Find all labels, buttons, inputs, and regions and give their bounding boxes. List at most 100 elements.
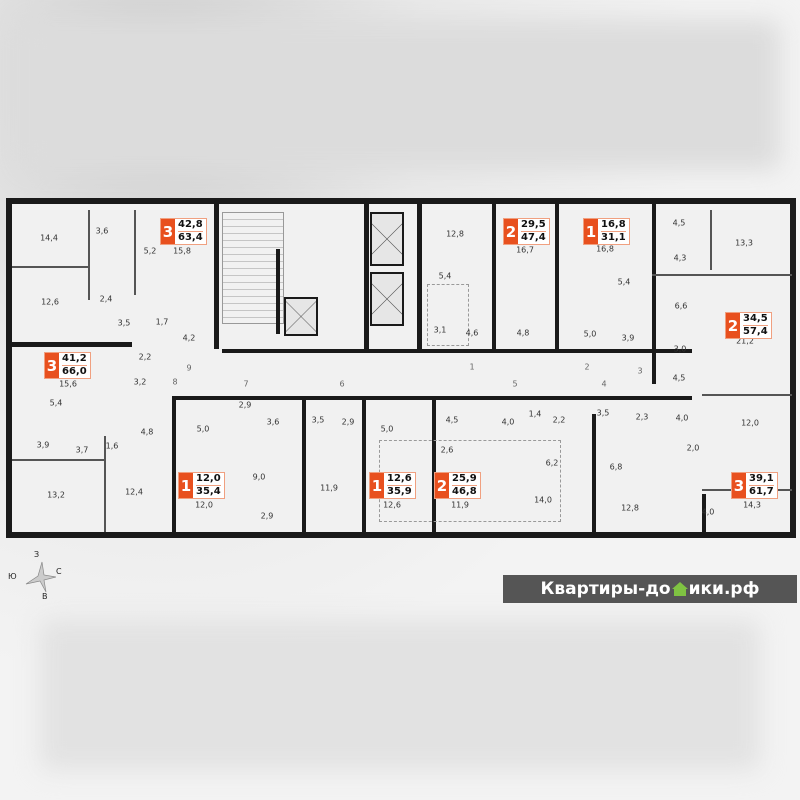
room-area-label: 4,5 [672,218,686,228]
elevator-shaft [284,297,318,336]
room-area-label: 1,4 [528,409,542,419]
watermark: Квартиры-до ики.рф [503,575,797,603]
room-count: 2 [504,219,518,244]
room-area-label: 4,2 [182,333,196,343]
room-area-label: 9,0 [252,472,266,482]
room-area-label: 4,8 [516,328,530,338]
room-area-label: 12,6 [383,500,401,510]
total-area: 35,9 [387,485,412,497]
room-area-label: 3,9 [621,333,635,343]
room-area-label: 2,2 [552,415,566,425]
corridor-door-number: 3 [637,366,643,376]
corridor-door-number: 4 [601,379,607,389]
room-area-label: 11,9 [451,500,469,510]
room-area-label: 3,2 [133,377,147,387]
house-icon [671,582,688,596]
room-area-label: 4,0 [675,413,689,423]
corridor-door-number: 7 [243,379,249,389]
room-area-label: 12,8 [446,229,464,239]
room-area-label: 4,0 [501,417,515,427]
living-area: 12,6 [387,473,412,484]
room-area-label: 2,0 [686,443,700,453]
living-area: 29,5 [521,219,546,230]
compass-east: С [56,567,62,576]
corridor-door-number: 6 [339,379,345,389]
room-area-label: 21,2 [736,336,754,346]
room-count: 2 [726,313,740,338]
corridor-door-number: 1 [469,362,475,372]
room-area-label: 13,3 [735,238,753,248]
room-area-label: 12,6 [41,297,59,307]
room-area-label: 4,5 [672,373,686,383]
room-area-label: 3,5 [311,415,325,425]
blurred-background [20,20,780,170]
compass-south: В [42,592,48,601]
corridor-door-number: 5 [512,379,518,389]
room-area-label: 3,0 [673,344,687,354]
room-area-label: 5,0 [196,424,210,434]
room-area-label: 15,8 [173,246,191,256]
corridor-door-number: 9 [186,363,192,373]
room-area-label: 16,8 [596,244,614,254]
room-area-label: 2,9 [260,511,274,521]
total-area: 57,4 [743,325,768,337]
watermark-text: ики.рф [688,579,760,599]
room-area-label: 5,4 [438,271,452,281]
corridor-door-number: 2 [584,362,590,372]
total-area: 31,1 [601,231,626,243]
room-area-label: 3,7 [75,445,89,455]
room-area-label: 1,6 [105,441,119,451]
compass: З Ю С В [8,550,78,605]
room-area-label: 15,6 [59,379,77,389]
room-count: 1 [370,473,384,498]
room-area-label: 5,0 [583,329,597,339]
room-count: 3 [45,353,59,378]
room-area-label: 3,6 [266,417,280,427]
compass-star-icon [25,561,56,593]
total-area: 63,4 [178,231,203,243]
room-area-label: 3,6 [95,226,109,236]
compass-north: З [34,550,40,559]
living-area: 25,9 [452,473,477,484]
living-area: 39,1 [749,473,774,484]
staircase [222,212,284,324]
room-area-label: 4,6 [465,328,479,338]
total-area: 46,8 [452,485,477,497]
room-area-label: 5,4 [617,277,631,287]
room-area-label: 13,2 [47,490,65,500]
room-count: 1 [584,219,598,244]
total-area: 47,4 [521,231,546,243]
total-area: 66,0 [62,365,87,377]
room-area-label: 3,5 [596,408,610,418]
room-area-label: 2,9 [341,417,355,427]
total-area: 35,4 [196,485,221,497]
room-area-label: 6,6 [674,301,688,311]
room-area-label: 3,9 [36,440,50,450]
room-area-label: 6,2 [545,458,559,468]
room-area-label: 5,2 [143,246,157,256]
room-area-label: 4,5 [445,415,459,425]
room-area-label: 1,7 [155,317,169,327]
room-area-label: 2,3 [635,412,649,422]
room-area-label: 4,0 [701,507,715,517]
room-area-label: 2,9 [238,400,252,410]
blurred-background [40,620,760,770]
room-area-label: 2,2 [138,352,152,362]
room-area-label: 2,4 [99,294,113,304]
room-area-label: 14,0 [534,495,552,505]
room-area-label: 12,8 [621,503,639,513]
room-area-label: 4,8 [140,427,154,437]
living-area: 41,2 [62,353,87,364]
room-area-label: 12,4 [125,487,143,497]
room-area-label: 16,7 [516,245,534,255]
room-area-label: 3,1 [433,325,447,335]
